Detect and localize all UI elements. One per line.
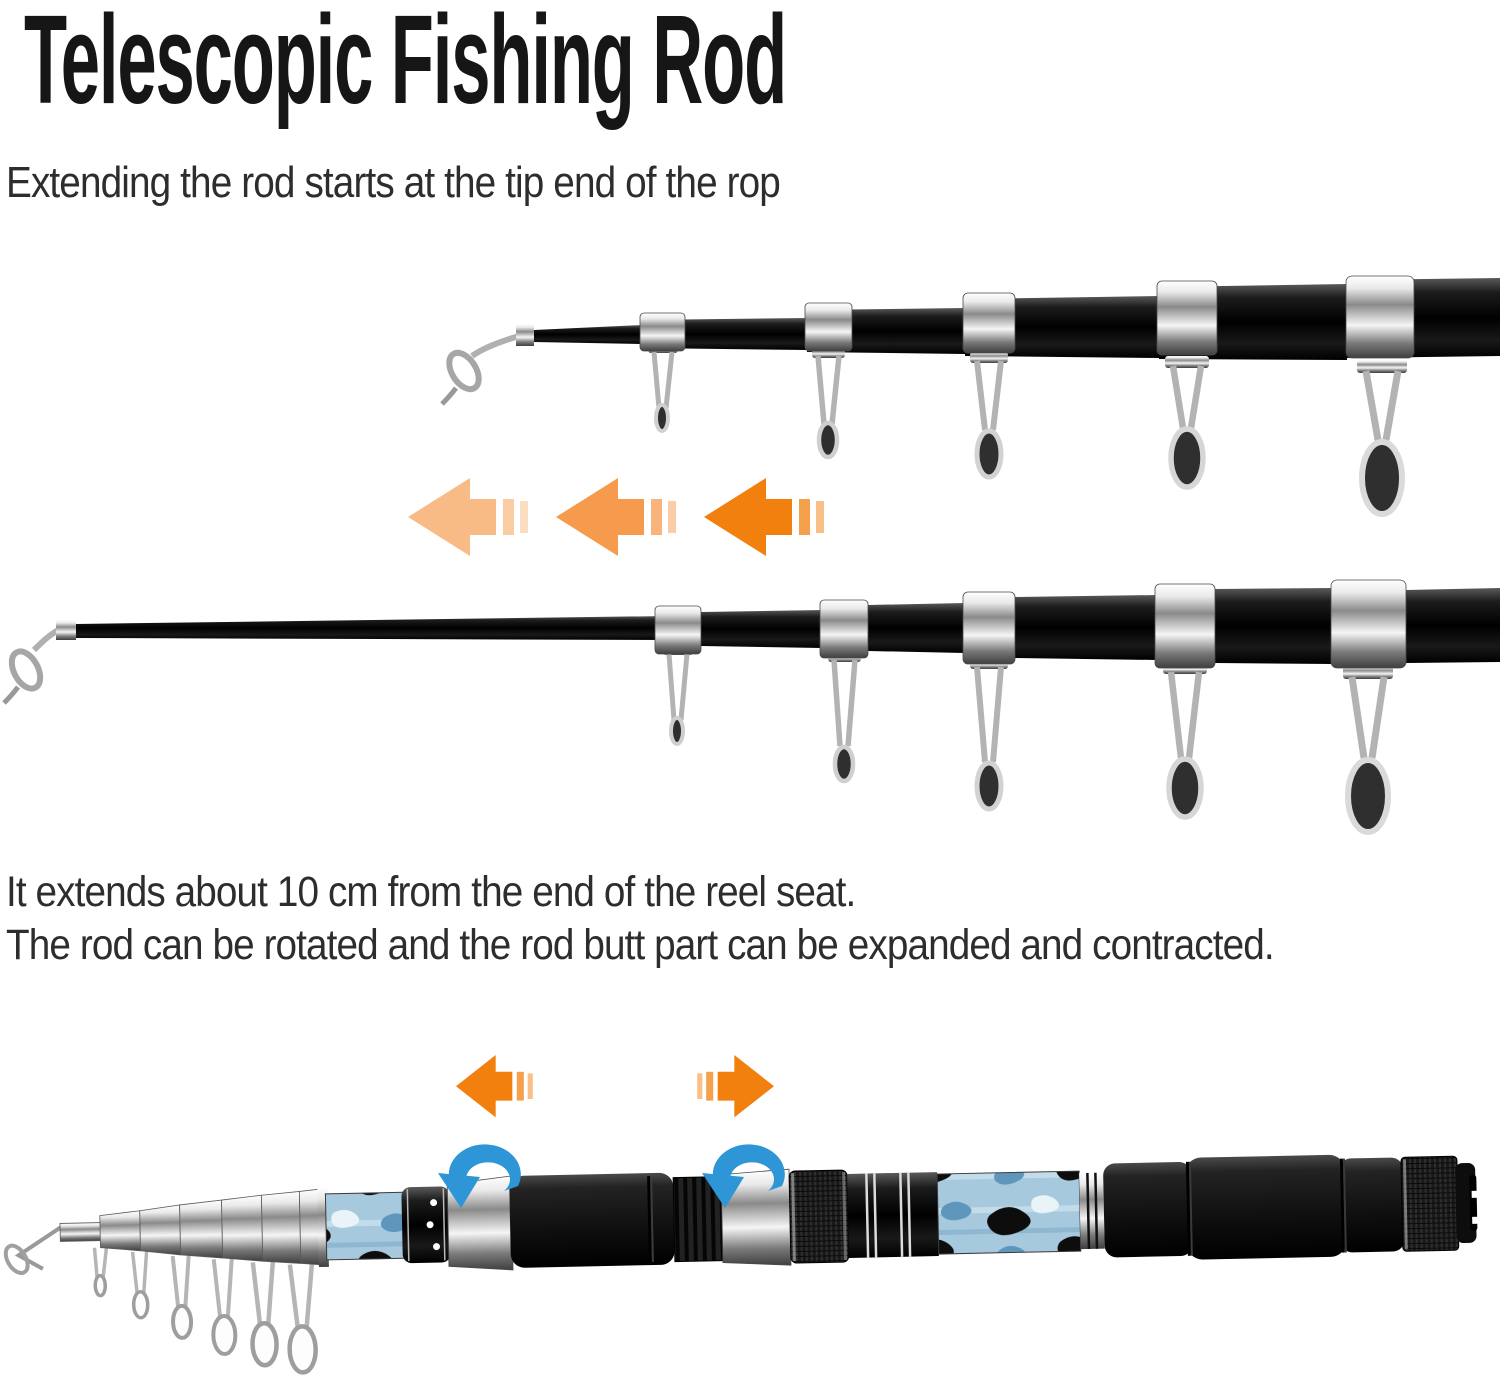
line-guide <box>211 1258 238 1357</box>
chrome-rings <box>1079 1172 1105 1250</box>
butt-cap <box>1400 1155 1479 1252</box>
nested-sections <box>59 1188 324 1266</box>
line-guides <box>663 646 1393 835</box>
knurled-lock-nut <box>788 1169 850 1264</box>
line-guide <box>92 1247 109 1298</box>
collapse-arrow-icon <box>456 1055 533 1118</box>
camo-rear-section <box>936 1170 1082 1255</box>
rod-retracted-figure <box>430 268 1500 524</box>
line-guide <box>1343 666 1393 835</box>
handle-illustration <box>3 1055 1479 1375</box>
rod-blank <box>56 588 1500 664</box>
handle-figure <box>0 1040 1500 1375</box>
collapsed-line-guides <box>92 1247 318 1375</box>
rod-extended-figure <box>0 578 1500 840</box>
line-guide <box>170 1255 194 1340</box>
line-guide <box>648 344 678 433</box>
extend-arrow-light-icon <box>408 478 528 556</box>
extend-arrow-medium-icon <box>556 478 676 556</box>
collapsed-rod <box>3 1154 1479 1375</box>
line-guide <box>250 1261 279 1368</box>
reel-seat-ring <box>401 1186 451 1264</box>
tip-guide-icon <box>3 1224 64 1276</box>
line-guide <box>970 352 1008 480</box>
line-guides <box>648 344 1407 517</box>
retract-direction-arrows <box>398 470 868 565</box>
line-guide <box>828 652 861 784</box>
front-grip <box>509 1172 675 1268</box>
line-guide <box>663 646 693 746</box>
joint-collars <box>654 579 1407 669</box>
rear-grip <box>1103 1154 1405 1260</box>
tip-guide-icon <box>2 625 64 705</box>
extend-arrow-dark-icon <box>704 478 824 556</box>
line-guide <box>1357 360 1407 517</box>
joint-collars <box>639 275 1415 359</box>
page-title: Telescopic Fishing Rod <box>24 0 787 130</box>
page-subtitle: Extending the rod starts at the tip end … <box>6 158 781 207</box>
line-guide <box>1165 356 1209 490</box>
striped-butt-section <box>847 1172 939 1258</box>
rod-extended-illustration <box>2 579 1500 835</box>
line-guide <box>812 348 845 460</box>
caption-line-2: The rod can be rotated and the rod butt … <box>6 921 1275 969</box>
rod-retracted-illustration <box>440 275 1500 517</box>
line-guide <box>130 1251 150 1320</box>
reel-seat-chrome-rear <box>720 1168 792 1266</box>
expand-arrow-icon <box>697 1055 774 1118</box>
line-guide <box>1163 662 1207 820</box>
line-guide <box>970 658 1008 812</box>
camo-front-section <box>317 1186 406 1268</box>
line-guide <box>287 1264 318 1375</box>
retract-arrows-illustration <box>408 478 824 556</box>
caption-line-1: It extends about 10 cm from the end of t… <box>6 868 856 916</box>
